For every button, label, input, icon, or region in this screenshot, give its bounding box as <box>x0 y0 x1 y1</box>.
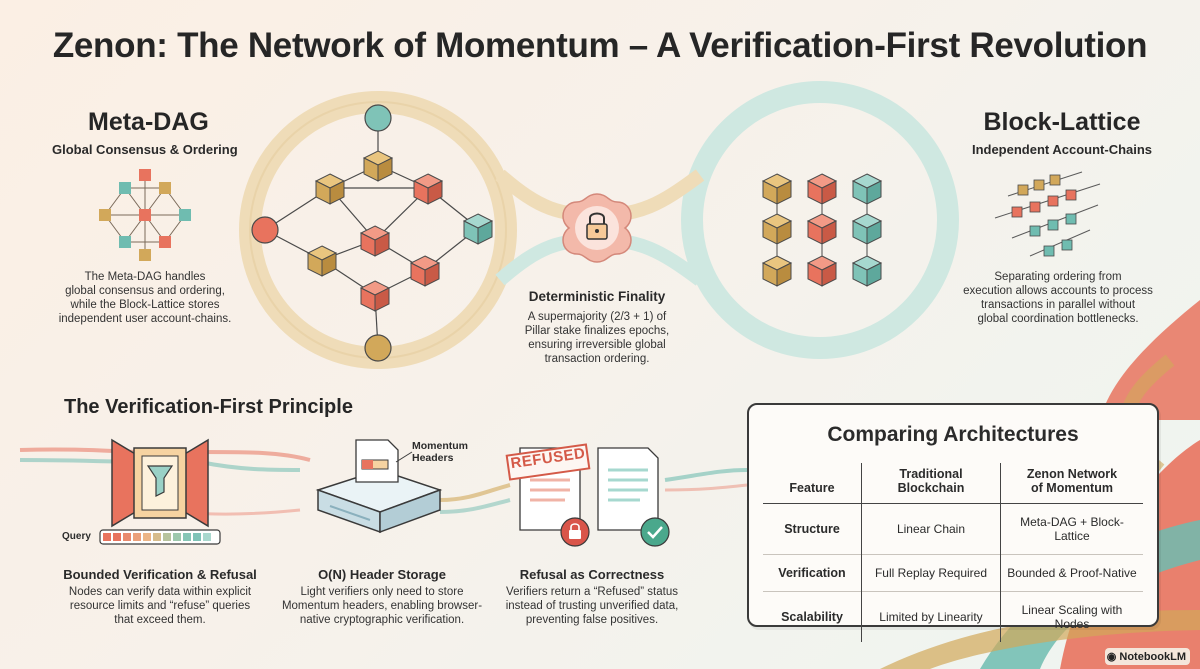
page-title: Zenon: The Network of Momentum – A Verif… <box>52 26 1148 65</box>
finality-heading: Deterministic Finality <box>528 289 666 304</box>
bounded-verification-description: Nodes can verify data within explicit re… <box>68 586 252 626</box>
meta-dag-heading: Meta-DAG <box>88 108 209 136</box>
block-lattice-description: Separating ordering from execution allow… <box>963 271 1153 325</box>
header-storage-description: Light verifiers only need to store Momen… <box>281 586 483 626</box>
momentum-headers-label: Momentum Headers <box>412 440 468 464</box>
table-row: Verification Full Replay Required Bounde… <box>763 554 1143 592</box>
meta-dag-description: The Meta-DAG handles global consensus an… <box>58 271 232 325</box>
header-storage-title: O(N) Header Storage <box>318 567 446 582</box>
refusal-correctness-title: Refusal as Correctness <box>519 567 665 582</box>
refusal-correctness-description: Verifiers return a “Refused” status inst… <box>505 586 679 626</box>
check-icon <box>640 517 670 547</box>
principle-heading: The Verification-First Principle <box>64 396 353 418</box>
block-lattice-subheading: Independent Account-Chains <box>971 142 1153 157</box>
bounded-verification-title: Bounded Verification & Refusal <box>63 567 257 582</box>
lock-icon <box>560 517 590 547</box>
table-row: Structure Linear Chain Meta-DAG + Block-… <box>763 503 1143 555</box>
header-feature: Feature <box>763 463 862 504</box>
table-row: Scalability Limited by Linearity Linear … <box>763 591 1143 642</box>
filter-icon <box>111 438 209 528</box>
meta-dag-subheading: Global Consensus & Ordering <box>52 142 238 157</box>
block-lattice-heading: Block-Lattice <box>983 108 1141 136</box>
server-icon <box>315 439 443 534</box>
comparison-title: Comparing Architectures <box>827 423 1079 446</box>
finality-description: A supermajority (2/3 + 1) of Pillar stak… <box>524 311 670 365</box>
logo-icon: ◉ <box>1106 651 1117 663</box>
notebooklm-logo: ◉ NotebookLM <box>1104 648 1190 665</box>
comparison-card: Comparing Architectures Feature Traditio… <box>747 403 1159 642</box>
padlock-badge-icon <box>562 193 632 263</box>
query-label: Query <box>62 531 91 542</box>
